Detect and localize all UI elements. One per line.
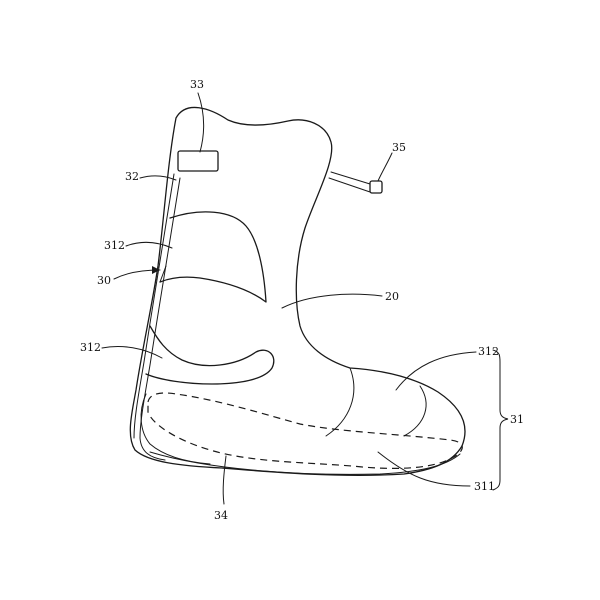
leader-312-middle [101, 345, 163, 359]
leader-32 [139, 175, 177, 181]
valve-tube-top [330, 171, 371, 185]
leader-311 [377, 451, 471, 487]
label-35: 35 [392, 141, 406, 154]
heel-pad [140, 393, 211, 465]
valve-tube-bottom [328, 177, 371, 193]
sole-bladder-brace [492, 349, 509, 491]
label-33: 33 [190, 78, 204, 91]
label-312-middle: 312 [80, 341, 101, 354]
label-31: 31 [510, 413, 524, 426]
leader-35 [377, 152, 393, 182]
leader-33 [197, 92, 205, 153]
leader-34 [222, 455, 227, 505]
spine-inner-line [139, 177, 181, 461]
label-312-upper: 312 [104, 239, 125, 252]
arrow-30-head [152, 266, 160, 274]
leader-20 [281, 293, 383, 309]
middle-strap-shape [145, 325, 275, 385]
label-34: 34 [214, 509, 228, 522]
boot-outer-shell [129, 106, 466, 476]
upper-strap-shape [159, 211, 267, 303]
valve-shape [369, 180, 383, 194]
upper-strap-edge [159, 265, 167, 283]
label-20: 20 [385, 290, 399, 303]
leader-312-upper [125, 241, 173, 249]
label-32: 32 [125, 170, 139, 183]
toe-strap-left-edge [325, 367, 355, 437]
label-312-toe: 312 [478, 345, 499, 358]
pump-button-shape [177, 150, 219, 172]
label-311: 311 [474, 480, 495, 493]
sole-line [149, 451, 461, 475]
spine-outer-line [133, 173, 175, 439]
label-30: 30 [97, 274, 111, 287]
toe-strap-right-edge [403, 385, 427, 437]
toe-bladder-dashed [147, 392, 463, 469]
leader-312-toe [395, 351, 477, 391]
